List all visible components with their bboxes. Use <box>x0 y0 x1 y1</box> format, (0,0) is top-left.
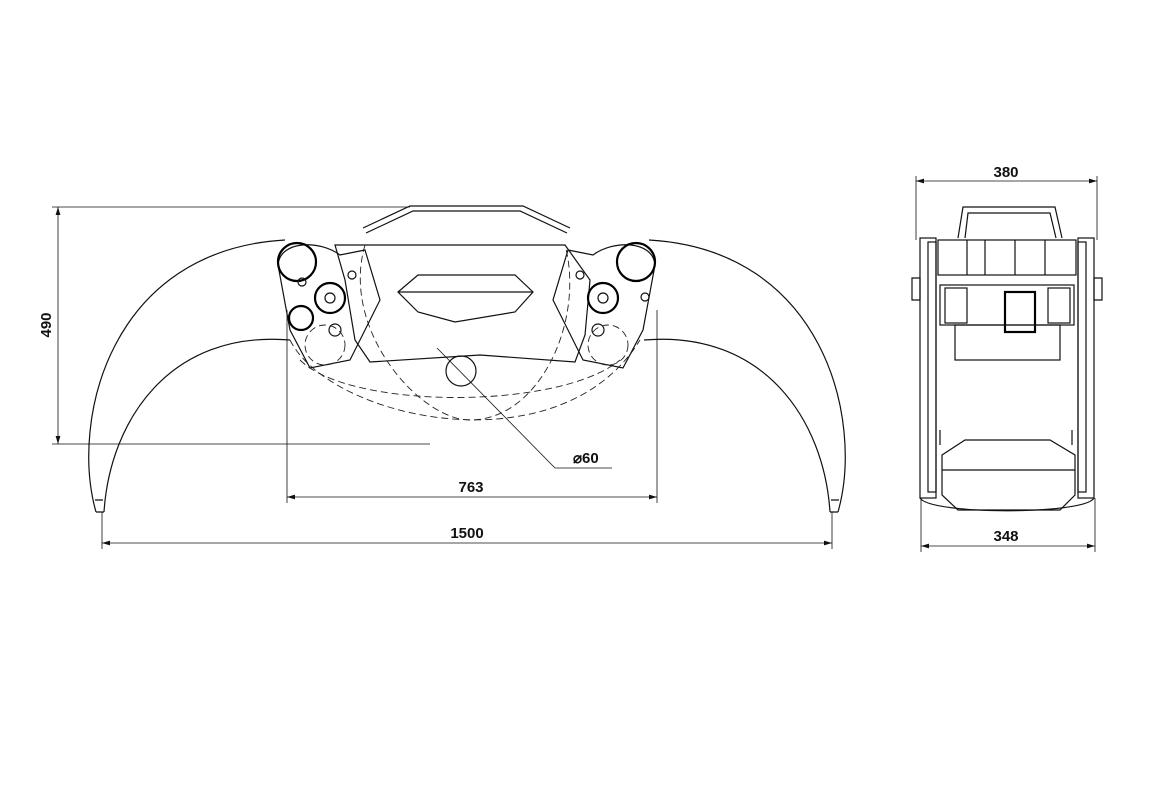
dim-label-pin-diameter: ⌀60 <box>573 450 599 467</box>
dim-label-overall-width: 1500 <box>450 525 483 542</box>
dimension-380: 380 <box>915 164 1098 240</box>
dimension-490: 490 <box>38 206 430 445</box>
right-grab-arm <box>643 239 846 513</box>
dim-label-side-top-width: 380 <box>993 164 1018 181</box>
dimension-1500: 1500 <box>101 512 833 549</box>
dimension-diameter-60: ⌀60 <box>436 347 612 469</box>
dimension-348: 348 <box>920 498 1096 552</box>
rotator-top <box>362 205 571 234</box>
left-linkage <box>276 241 381 369</box>
main-frame <box>289 244 641 421</box>
right-linkage <box>552 241 657 369</box>
left-grab-arm <box>88 239 291 513</box>
side-view: 380 348 <box>911 164 1103 552</box>
dim-label-inner-width: 763 <box>458 479 483 496</box>
dim-label-side-bottom-width: 348 <box>993 528 1018 545</box>
front-view: 490 763 1500 ⌀60 <box>38 205 846 549</box>
dimension-763: 763 <box>286 310 658 503</box>
pin-circle <box>445 355 477 387</box>
dim-label-height: 490 <box>38 312 55 337</box>
